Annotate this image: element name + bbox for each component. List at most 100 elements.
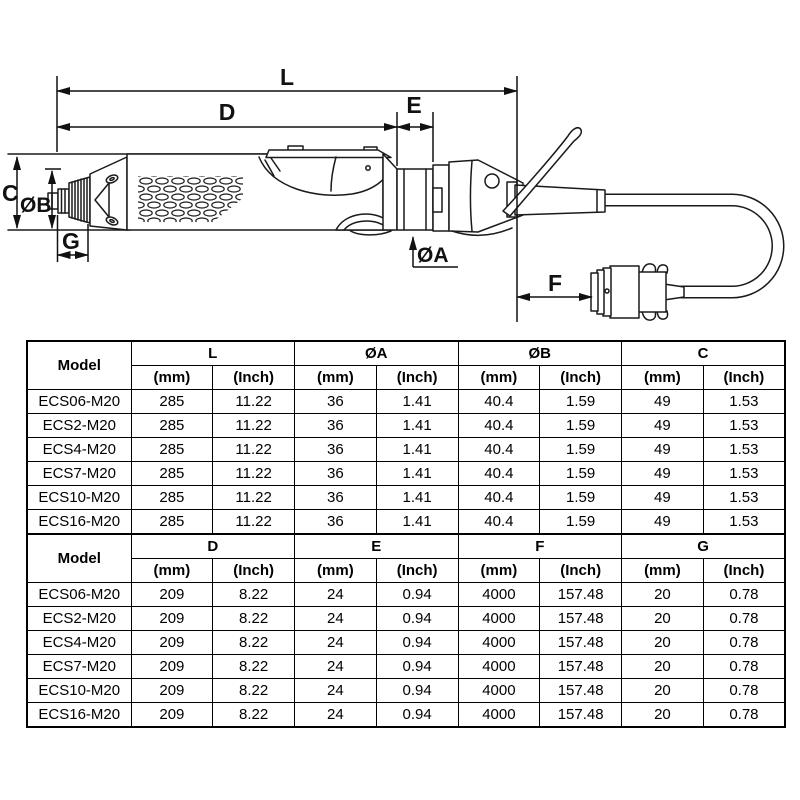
value-cell: 8.22 xyxy=(212,654,295,679)
value-cell: 40.4 xyxy=(457,413,541,438)
dim-label-C: C xyxy=(2,180,19,206)
unit-header-mm: (mm) xyxy=(130,365,214,390)
value-cell: 49 xyxy=(621,389,704,414)
value-cell: 11.22 xyxy=(212,437,296,462)
value-cell: 1.59 xyxy=(539,509,623,535)
dimension-tables: Model L ØA ØB C (mm) (Inch) (mm) (Inch) … xyxy=(26,340,787,728)
screwdriver-drawing xyxy=(7,126,785,321)
unit-header-inch: (Inch) xyxy=(539,365,623,390)
bit-holder xyxy=(47,176,91,224)
unit-header-mm: (mm) xyxy=(457,558,541,583)
value-cell: 1.41 xyxy=(375,509,459,535)
value-cell: 24 xyxy=(294,654,377,679)
unit-header-inch: (Inch) xyxy=(375,365,459,390)
value-cell: 285 xyxy=(130,485,214,510)
dim-label-OB: ØB xyxy=(20,194,52,217)
value-cell: 157.48 xyxy=(539,582,623,607)
value-cell: 1.41 xyxy=(375,413,459,438)
value-cell: 49 xyxy=(621,437,704,462)
model-cell: ECS10-M20 xyxy=(26,678,132,703)
value-cell: 0.94 xyxy=(375,606,459,631)
value-cell: 285 xyxy=(130,389,214,414)
dimension-E xyxy=(396,112,434,162)
unit-header-mm: (mm) xyxy=(294,365,377,390)
value-cell: 1.59 xyxy=(539,461,623,486)
value-cell: 36 xyxy=(294,437,377,462)
value-cell: 0.94 xyxy=(375,678,459,703)
value-cell: 20 xyxy=(621,582,704,607)
value-cell: 49 xyxy=(621,485,704,510)
value-cell: 11.22 xyxy=(212,413,296,438)
product-dimension-drawing: L D E C ØB G ØA F xyxy=(2,64,785,322)
value-cell: 0.94 xyxy=(375,630,459,655)
group-header-row: Model L ØA ØB C xyxy=(26,340,786,390)
value-cell: 24 xyxy=(294,606,377,631)
strain-relief xyxy=(506,181,606,218)
dimensions-table-bottom: Model D E F G (mm) (Inch) (mm) (Inch) (m… xyxy=(26,533,787,728)
value-cell: 1.41 xyxy=(375,461,459,486)
value-cell: 4000 xyxy=(457,678,541,703)
model-cell: ECS16-M20 xyxy=(26,702,132,728)
value-cell: 285 xyxy=(130,461,214,486)
model-cell: ECS06-M20 xyxy=(26,389,132,414)
value-cell: 49 xyxy=(621,461,704,486)
unit-header-inch: (Inch) xyxy=(212,365,296,390)
vent-grille xyxy=(138,176,243,222)
value-cell: 0.94 xyxy=(375,702,459,728)
value-cell: 20 xyxy=(621,678,704,703)
value-cell: 36 xyxy=(294,485,377,510)
value-cell: 1.59 xyxy=(539,485,623,510)
value-cell: 1.41 xyxy=(375,437,459,462)
model-header: Model xyxy=(26,340,132,390)
value-cell: 1.53 xyxy=(702,437,786,462)
model-cell: ECS2-M20 xyxy=(26,413,132,438)
value-cell: 11.22 xyxy=(212,461,296,486)
dim-label-L: L xyxy=(280,64,294,90)
value-cell: 36 xyxy=(294,413,377,438)
value-cell: 4000 xyxy=(457,702,541,728)
model-cell: ECS16-M20 xyxy=(26,509,132,535)
value-cell: 0.78 xyxy=(702,702,786,728)
value-cell: 11.22 xyxy=(212,509,296,535)
value-cell: 1.59 xyxy=(539,437,623,462)
value-cell: 1.53 xyxy=(702,461,786,486)
value-cell: 36 xyxy=(294,389,377,414)
group-header-row: Model D E F G xyxy=(26,533,786,583)
value-cell: 49 xyxy=(621,413,704,438)
unit-header-row: (mm) (Inch) (mm) (Inch) (mm) (Inch) (mm)… xyxy=(27,365,786,390)
value-cell: 1.41 xyxy=(375,389,459,414)
value-cell: 24 xyxy=(294,582,377,607)
dim-label-G: G xyxy=(62,228,80,254)
value-cell: 8.22 xyxy=(212,630,295,655)
unit-header-mm: (mm) xyxy=(621,558,704,583)
value-cell: 157.48 xyxy=(539,606,623,631)
value-cell: 157.48 xyxy=(539,702,623,728)
unit-header-inch: (Inch) xyxy=(702,365,786,390)
value-cell: 40.4 xyxy=(457,437,541,462)
value-cell: 1.59 xyxy=(539,413,623,438)
value-cell: 285 xyxy=(130,509,214,535)
value-cell: 1.53 xyxy=(702,389,786,414)
value-cell: 20 xyxy=(621,654,704,679)
value-cell: 1.53 xyxy=(702,509,786,535)
value-cell: 1.53 xyxy=(702,413,786,438)
value-cell: 24 xyxy=(294,678,377,703)
unit-header-mm: (mm) xyxy=(130,558,214,583)
value-cell: 157.48 xyxy=(539,654,623,679)
model-cell: ECS06-M20 xyxy=(26,582,132,607)
value-cell: 40.4 xyxy=(457,509,541,535)
col-group-F: F xyxy=(457,533,623,559)
value-cell: 209 xyxy=(130,606,214,631)
value-cell: 8.22 xyxy=(212,606,295,631)
dimension-OA xyxy=(409,236,458,268)
value-cell: 4000 xyxy=(457,654,541,679)
value-cell: 4000 xyxy=(457,606,541,631)
value-cell: 8.22 xyxy=(212,702,295,728)
dimensions-table-top: Model L ØA ØB C (mm) (Inch) (mm) (Inch) … xyxy=(26,340,787,535)
